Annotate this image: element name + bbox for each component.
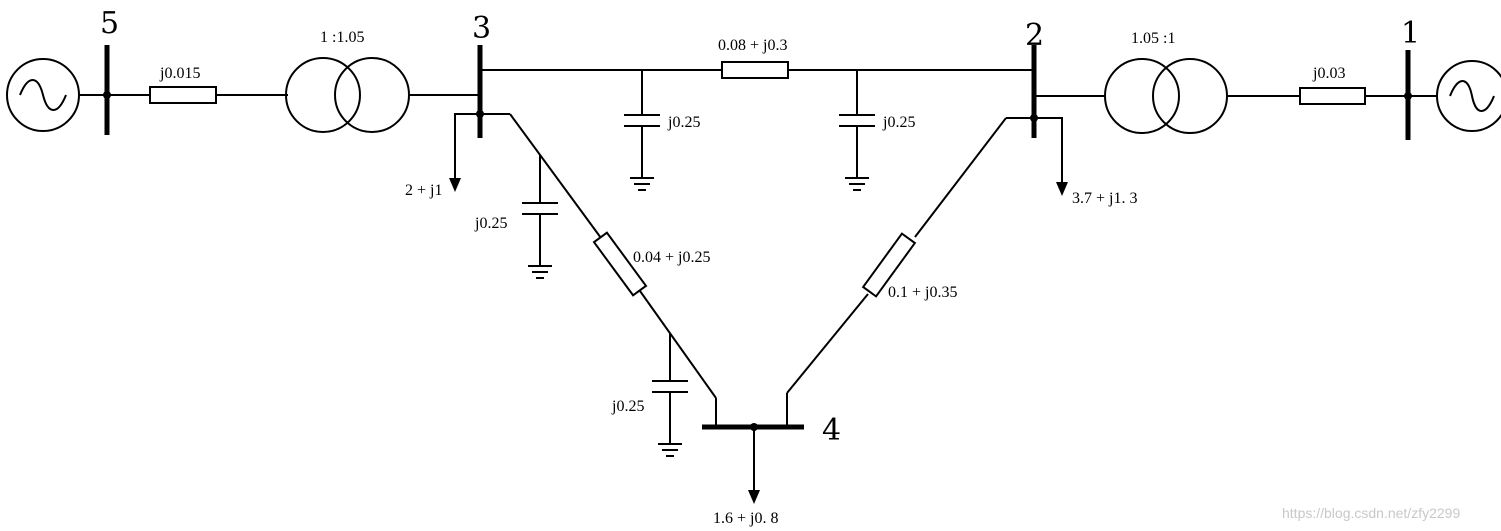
impedance-j003-resistor — [1299, 87, 1366, 105]
line-3-4-wire-a — [509, 113, 602, 239]
watermark: https://blog.csdn.net/zfy2299 — [1282, 505, 1460, 521]
bus-3-label: 3 — [472, 11, 491, 46]
shunt-3-2b-label: j0.25 — [882, 114, 915, 131]
impedance-j0015-resistor — [149, 86, 217, 104]
bus-2-label: 2 — [1025, 18, 1044, 53]
shunt-3-4a-label: j0.25 — [474, 215, 507, 232]
load-2-wire — [1034, 117, 1063, 184]
line-2-4-wire-b — [786, 293, 869, 394]
generator-bus1-icon — [1436, 60, 1501, 132]
load-2-label: 3.7 + j1. 3 — [1072, 190, 1137, 207]
shunt-capacitor-3-2a-icon — [624, 70, 660, 191]
bus-1-label: 1 — [1401, 16, 1420, 51]
impedance-3-4-resistor — [592, 231, 648, 297]
bus-5-label: 5 — [100, 6, 119, 41]
impedance-3-4-label: 0.04 + j0.25 — [633, 249, 710, 266]
transformer-2-1-icon — [1104, 58, 1228, 134]
transformer-5-3-icon — [285, 57, 410, 133]
impedance-3-2-resistor — [721, 61, 789, 79]
impedance-j0015-label: j0.015 — [159, 65, 200, 82]
transformer-2-1-ratio: 1.05 :1 — [1131, 30, 1175, 47]
load-4-label: 1.6 + j0. 8 — [713, 510, 778, 527]
shunt-capacitor-3-2b-icon — [839, 70, 875, 191]
load-3-arrow-icon — [449, 178, 461, 192]
shunt-3-4b-label: j0.25 — [611, 398, 644, 415]
generator-bus5-icon — [6, 58, 80, 132]
shunt-3-2a-label: j0.25 — [667, 114, 700, 131]
shunt-capacitor-3-4a-icon — [522, 155, 558, 279]
load-3-label: 2 + j1 — [405, 182, 442, 199]
load-3-wire — [454, 113, 480, 180]
impedance-2-4-resistor — [861, 232, 917, 298]
shunt-capacitor-3-4b-icon — [652, 334, 688, 457]
load-2-arrow-icon — [1056, 182, 1068, 196]
line-2-4-wire-a — [914, 117, 1007, 238]
load-4-arrow-icon — [748, 490, 760, 504]
transformer-5-3-ratio: 1 :1.05 — [320, 29, 364, 46]
bus-4-label: 4 — [822, 413, 841, 448]
impedance-2-4-label: 0.1 + j0.35 — [888, 284, 957, 301]
impedance-j003-label: j0.03 — [1312, 65, 1345, 82]
line-3-4-wire-b — [639, 290, 717, 399]
impedance-3-2-label: 0.08 + j0.3 — [718, 37, 787, 54]
